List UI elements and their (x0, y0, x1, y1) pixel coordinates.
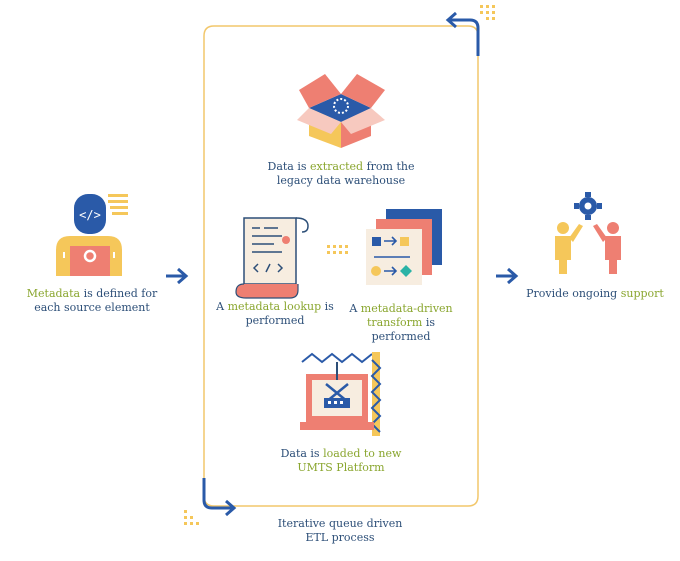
support-team-icon (555, 192, 621, 274)
highlight-metadata-driven: metadata-driven (360, 302, 453, 315)
transform-caption: A metadata-driven transform is performed (349, 302, 453, 343)
open-box-icon (297, 74, 385, 148)
highlight-lookup: metadata lookup (227, 300, 322, 313)
dot-grid-top-right (480, 5, 495, 20)
scroll-lookup-icon (235, 217, 309, 299)
highlight-extracted: extracted (310, 160, 364, 173)
highlight-support: support (620, 287, 664, 300)
laptop-load-icon (300, 352, 382, 436)
support-caption: Provide ongoing support (526, 287, 664, 300)
highlight-metadata: Metadata (26, 287, 81, 300)
flow-arrow-right-icon (496, 267, 519, 285)
loaded-caption: Data is loaded to new UMTS Platform (280, 447, 402, 474)
gear-icon (574, 192, 602, 220)
lookup-caption: A metadata lookup is performed (216, 300, 334, 327)
highlight-loaded: loaded to new (323, 447, 402, 460)
dot-grid-bottom-left (184, 510, 199, 525)
loop-arrow-top-icon (445, 11, 480, 56)
connector-dots (327, 245, 348, 254)
metadata-defined-caption: Metadata is defined for each source elem… (26, 287, 158, 314)
developer-icon: </> (56, 194, 128, 276)
highlight-platform: UMTS Platform (297, 461, 385, 474)
flow-arrow-left-icon (166, 267, 189, 285)
extracted-caption: Data is extracted from the legacy data w… (267, 160, 415, 187)
loop-arrow-bottom-icon (202, 478, 237, 517)
loop-label: Iterative queue driven ETL process (277, 517, 403, 544)
transform-flow-icon (366, 209, 442, 285)
highlight-transform: transform (366, 316, 423, 329)
code-tag: </> (79, 208, 101, 222)
